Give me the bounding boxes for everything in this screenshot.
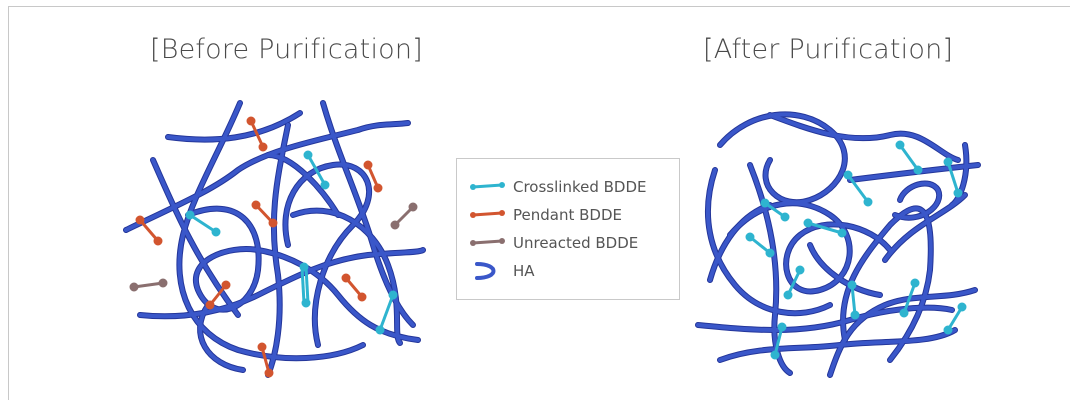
crosslinked-bdde (773, 326, 784, 356)
unreacted-bdde-group (129, 202, 418, 292)
ha-chain (283, 162, 372, 347)
ha-chain (177, 101, 365, 361)
legend-item-pendant: Pendant BDDE (469, 205, 622, 225)
crosslinked-bdde-group (745, 140, 967, 360)
crosslinked-bdde (946, 161, 960, 194)
ha-chain (708, 203, 772, 282)
ha-chain (848, 163, 980, 182)
ha-chains (695, 111, 981, 378)
ha-chain (266, 153, 340, 217)
crosslinked-bdde (846, 174, 870, 203)
crosslinked-bdde (902, 282, 917, 314)
before-purification-network (123, 100, 426, 378)
crosslinked-bdde (306, 154, 327, 186)
ha-chain (828, 288, 977, 377)
crosslinked-bdde (850, 284, 857, 316)
ha-chain (138, 248, 425, 319)
ha-chain (151, 158, 240, 317)
legend-label: Pendant BDDE (513, 206, 622, 224)
ha-chain (808, 243, 882, 297)
figure-frame (8, 6, 1070, 400)
ha-chain (124, 121, 410, 232)
crosslinked-bdde (189, 213, 217, 234)
after-purification-title: [After Purification] (703, 34, 954, 65)
legend-label: Crosslinked BDDE (513, 178, 647, 196)
crosslinked-bdde (898, 144, 920, 171)
unreacted-bdde-icon (470, 238, 505, 246)
ha-chain (950, 143, 969, 207)
legend-label: HA (513, 262, 535, 280)
ha-chain (718, 112, 847, 205)
legend: Crosslinked BDDE Pendant BDDE Unreacted … (456, 158, 680, 300)
ha-chain (696, 305, 954, 332)
legend-item-ha: HA (469, 261, 535, 281)
ha-chain (705, 168, 832, 316)
legend-label: Unreacted BDDE (513, 234, 639, 252)
pendant-bdde (138, 219, 160, 242)
ha-chain (728, 201, 892, 294)
crosslinked-bdde (378, 294, 395, 331)
ha-chain (198, 303, 245, 372)
unreacted-bdde (133, 281, 164, 289)
ha-chain (291, 208, 402, 345)
crosslinked-bdde (300, 266, 306, 304)
ha-chain (266, 123, 290, 377)
crosslinked-bdde (807, 221, 843, 235)
ha-chains (123, 100, 426, 378)
ha-chain (768, 113, 960, 162)
ha-chain (186, 206, 420, 342)
crosslinked-bdde-group (185, 150, 398, 335)
crosslinked-bdde (786, 269, 802, 296)
pendant-bdde-icon (470, 210, 505, 218)
after-purification-network (695, 111, 981, 378)
crosslinked-bdde (304, 266, 310, 304)
ha-chain (841, 206, 933, 362)
legend-item-unreacted: Unreacted BDDE (469, 233, 638, 253)
pendant-bdde (249, 120, 265, 148)
pendant-bdde-group (135, 116, 383, 378)
legend-item-crosslinked: Crosslinked BDDE (469, 177, 647, 197)
before-purification-title: [Before Purification] (150, 34, 423, 65)
ha-chain (893, 181, 942, 220)
ha-chain-icon (475, 262, 496, 280)
crosslinked-bdde-icon (470, 182, 505, 190)
ha-chain (166, 111, 302, 142)
